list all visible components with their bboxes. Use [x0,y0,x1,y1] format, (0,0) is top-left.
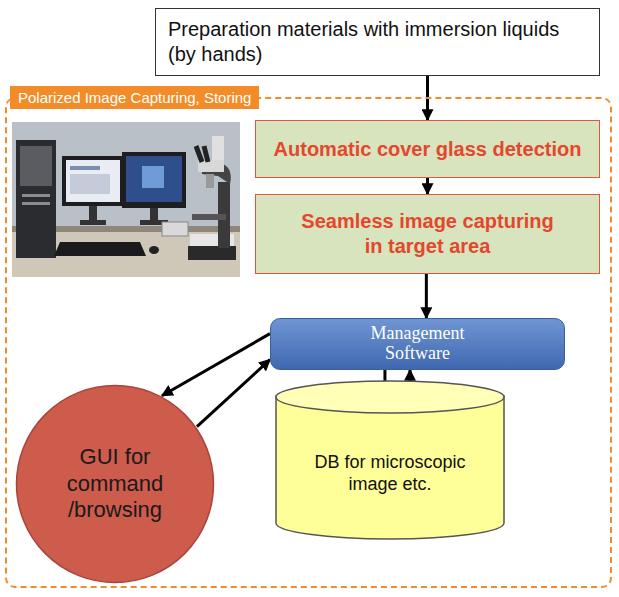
controller-box [162,222,188,236]
keyboard [54,242,146,256]
node-label: Management Software [363,324,473,364]
lab-photo [12,122,240,277]
cylinder-body [276,396,504,539]
pc-tower-slot [22,202,50,205]
microscope-eyepiece [196,146,202,162]
node-label: GUI for command /browsing [50,444,180,523]
monitor-content [142,166,164,188]
database-cylinder: DB for microscopic image etc. [275,380,505,540]
gui-circle: GUI for command /browsing [15,384,215,584]
node-label: Automatic cover glass detection [274,137,582,162]
flow-arrow [425,274,428,318]
node-label: DB for microscopic image etc. [310,451,470,496]
monitor-screen [66,160,120,202]
circle-outline [17,386,214,583]
microscope-eyepiece [204,146,208,162]
system-region: Polarized Image Capturing, StoringAutoma… [5,97,612,588]
monitor-stand [150,208,158,222]
microscope-stage [192,214,226,220]
microscope-base [188,246,236,260]
monitor-content [70,174,110,194]
pc-tower [16,140,56,258]
flow-arrow [426,178,429,194]
monitor-bezel [122,152,186,208]
monitor-content [70,166,100,170]
node-label: Seamless image capturing in target area [297,209,559,259]
flow-arrow [197,360,270,427]
microscope-objective [206,174,214,188]
pc-tower-slot [22,194,50,197]
input-box: Preparation materials with immersion liq… [155,8,600,76]
mouse [149,246,159,254]
photo-wall [12,122,240,277]
microscope-camera [212,136,224,160]
monitor-bezel [62,156,124,206]
flow-arrow [162,334,270,396]
monitor-foot [80,220,106,225]
node-label: Polarized Image Capturing, Storing [10,86,259,109]
software-box: Management Software [270,318,565,370]
cylinder-top [276,381,504,413]
pc-tower-front [20,146,52,186]
monitor-stand [89,206,97,222]
process-box: Automatic cover glass detection [255,120,600,178]
monitor-screen [126,156,182,202]
node-label: Preparation materials with immersion liq… [168,17,568,67]
process-box: Seamless image capturing in target area [255,194,600,274]
